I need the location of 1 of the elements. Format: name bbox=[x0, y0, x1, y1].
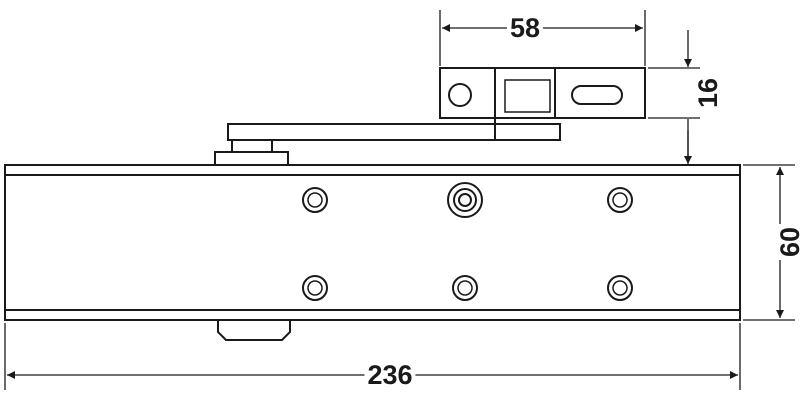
dimension-label: 60 bbox=[776, 224, 800, 260]
